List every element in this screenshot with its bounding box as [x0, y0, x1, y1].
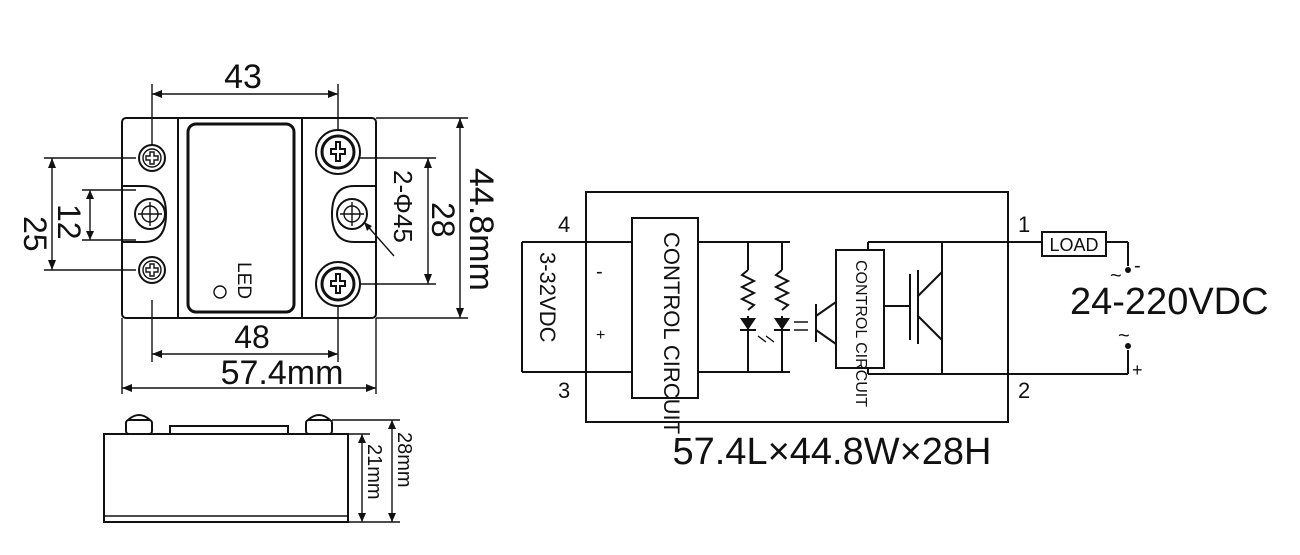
control-circuit-2-label: CONTROL CIRCUIT — [852, 260, 869, 407]
screw-icon — [315, 261, 361, 307]
screw-icon — [305, 414, 333, 435]
top-view: LED 43 48 57.4mm 44.8mm 28 2-Φ — [17, 58, 500, 394]
circuit-schematic: 4 3 1 2 3-32VDC - + CONTROL CIRCUIT — [521, 191, 1269, 473]
output-plus: + — [1132, 360, 1143, 380]
output-minus: - — [1134, 255, 1141, 277]
dim-12: 12 — [51, 204, 87, 240]
relay-body-outline — [121, 117, 377, 319]
terminal-1: 1 — [1018, 212, 1030, 237]
dim-43: 43 — [224, 58, 262, 96]
right-mounting-tab — [330, 185, 376, 243]
screw-icon — [315, 129, 361, 175]
load-label: LOAD — [1049, 235, 1098, 255]
screw-icon — [138, 144, 166, 172]
tilde-2: ~ — [1118, 325, 1130, 347]
input-voltage: 3-32VDC — [535, 252, 560, 343]
dim-48: 48 — [234, 319, 270, 355]
control-circuit-1-label: CONTROL CIRCUIT — [659, 232, 684, 434]
terminal-4: 4 — [558, 212, 570, 237]
dim-28: 28 — [425, 202, 461, 238]
mounting-hole-icon — [336, 198, 368, 230]
led-icon — [213, 285, 227, 299]
relay-frame — [585, 191, 1009, 423]
screw-icon — [138, 256, 166, 284]
terminal-3: 3 — [558, 378, 570, 403]
side-view: 28mm 21mm — [103, 414, 415, 523]
dim-25: 25 — [17, 216, 53, 252]
mounting-hole-icon — [134, 198, 166, 230]
dimensions-caption: 57.4L×44.8W×28H — [672, 431, 991, 473]
varistor-icon — [773, 242, 791, 372]
side-body — [103, 433, 349, 523]
output-voltage: 24-220VDC — [1070, 281, 1269, 323]
dim-44-8mm: 44.8mm — [462, 168, 500, 291]
control-circuit-1 — [631, 217, 699, 399]
dim-28mm: 28mm — [393, 432, 415, 488]
load-box — [1041, 231, 1107, 257]
led-label: LED — [233, 262, 254, 299]
control-circuit-2 — [835, 249, 885, 369]
varistor-icon — [739, 242, 757, 372]
tilde-1: ~ — [1110, 265, 1122, 287]
input-minus: - — [596, 261, 603, 283]
phototransistor-icon — [815, 250, 837, 368]
label-panel — [186, 122, 296, 314]
hole-label: 2-Φ45 — [388, 170, 418, 243]
input-plus: + — [596, 327, 605, 344]
screw-icon — [125, 414, 153, 435]
igbt-icon — [884, 270, 943, 344]
dim-57-4mm: 57.4mm — [221, 354, 344, 392]
terminal-2: 2 — [1018, 378, 1030, 403]
dim-21mm: 21mm — [363, 444, 385, 500]
